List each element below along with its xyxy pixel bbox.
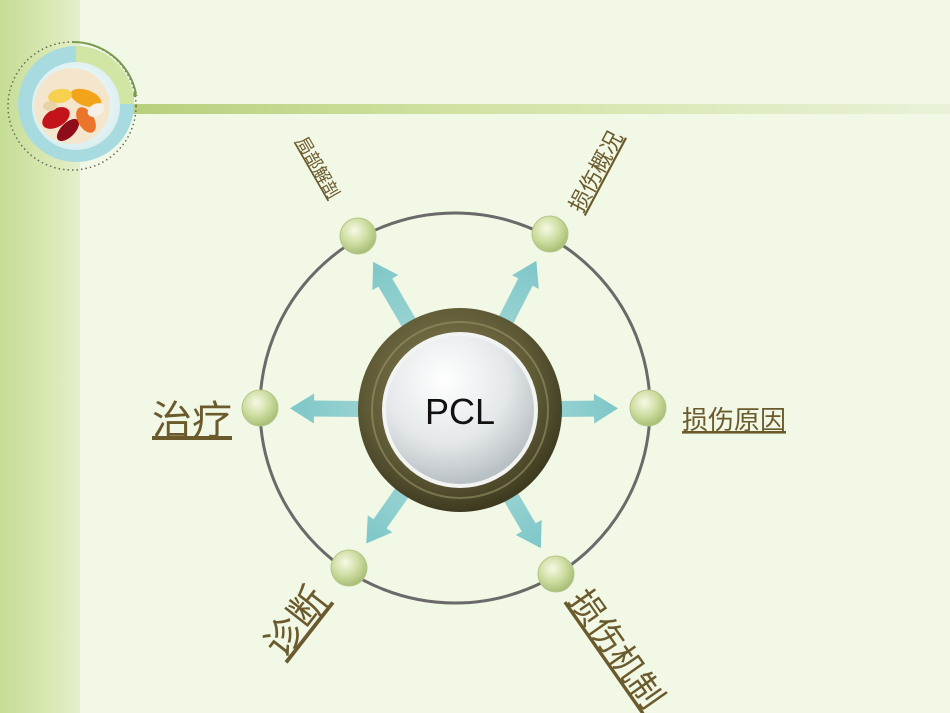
node-label-0[interactable]: 损伤原因 <box>682 406 786 436</box>
node-dot-5 <box>537 555 575 593</box>
header-rule <box>110 104 950 114</box>
node-dot-2 <box>339 217 377 255</box>
node-dot-0 <box>629 389 667 427</box>
node-label-3[interactable]: 治疗 <box>152 398 232 444</box>
node-dot-1 <box>531 215 569 253</box>
node-dot-4 <box>330 549 368 587</box>
center-hub: PCL <box>358 308 562 512</box>
node-dot-3 <box>241 389 279 427</box>
capsules-pills-icon <box>7 40 138 171</box>
node-label-1[interactable]: 损伤概况 <box>565 127 628 216</box>
node-label-4[interactable]: 诊断 <box>255 579 336 666</box>
node-label-5[interactable]: 损伤机制 <box>561 582 672 713</box>
center-label: PCL <box>425 391 495 432</box>
node-label-2[interactable]: 局部解剖 <box>292 134 343 203</box>
